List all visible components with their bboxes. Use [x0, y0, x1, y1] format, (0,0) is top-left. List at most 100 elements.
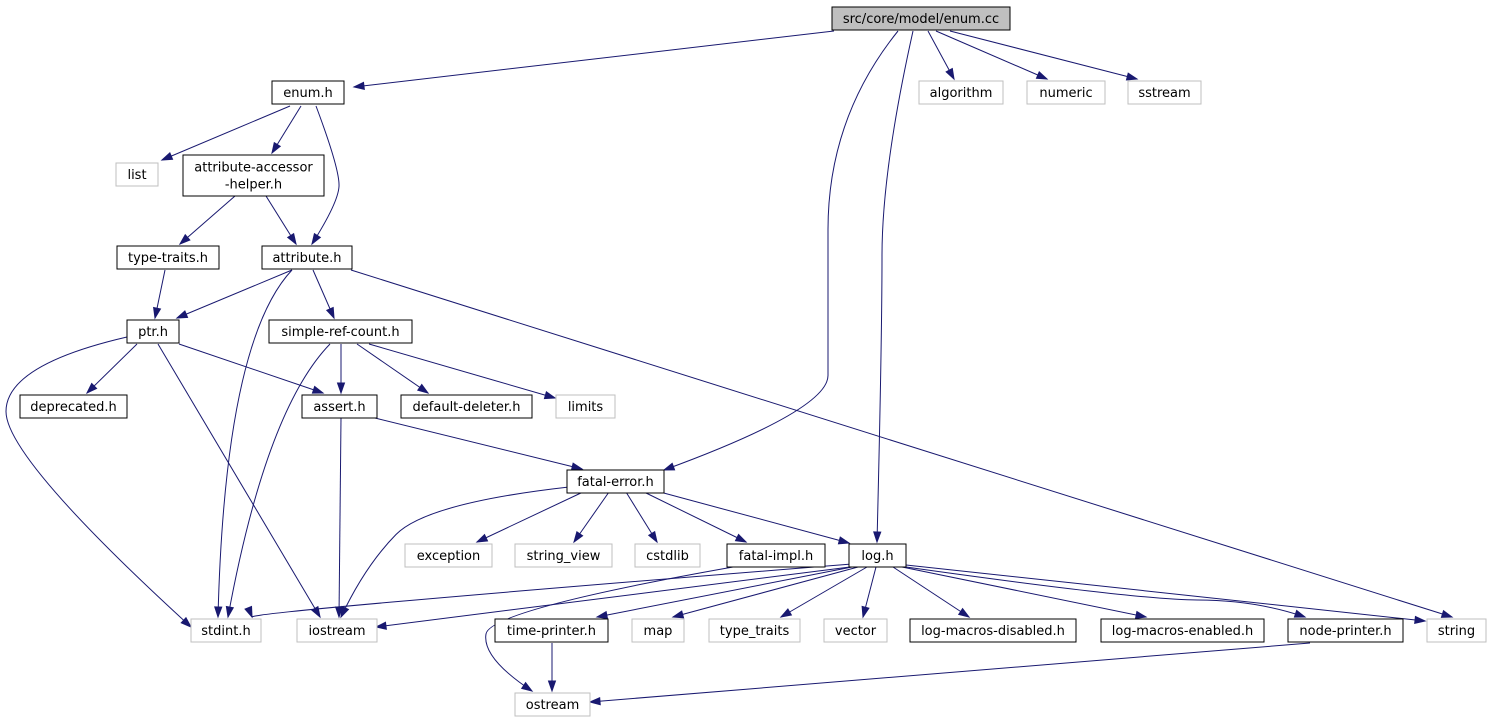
- node-box[interactable]: [848, 543, 907, 568]
- edge-line: [375, 566, 851, 628]
- node-log-en[interactable]: log-macros-enabled.h: [1100, 618, 1265, 643]
- node-box[interactable]: [918, 80, 1004, 105]
- node-assert-h[interactable]: assert.h: [301, 394, 378, 419]
- edge-log_h-to-string: [905, 564, 1427, 625]
- node-label: type_traits: [720, 624, 790, 639]
- node-node-printer[interactable]: node-printer.h: [1287, 618, 1404, 643]
- node-box[interactable]: [514, 543, 613, 568]
- node-box[interactable]: [566, 469, 665, 494]
- node-string-view[interactable]: string_view: [514, 543, 613, 568]
- edge-line: [901, 566, 1147, 618]
- arrowhead-icon: [85, 382, 98, 395]
- arrowhead-icon: [734, 533, 748, 543]
- node-box[interactable]: [126, 319, 180, 344]
- node-label: default-deleter.h: [413, 400, 521, 415]
- node-box[interactable]: [555, 394, 616, 419]
- edge-line: [905, 564, 1426, 622]
- node-sstream[interactable]: sstream: [1127, 80, 1202, 105]
- node-map[interactable]: map: [631, 618, 685, 643]
- node-label: limits: [568, 400, 604, 415]
- node-box[interactable]: [1026, 80, 1106, 105]
- node-box[interactable]: [1127, 80, 1202, 105]
- node-box[interactable]: [831, 6, 1011, 31]
- node-box[interactable]: [296, 618, 378, 643]
- node-simple-ref[interactable]: simple-ref-count.h: [268, 319, 413, 344]
- node-time-printer[interactable]: time-printer.h: [494, 618, 609, 643]
- node-vector[interactable]: vector: [823, 618, 888, 643]
- node-string[interactable]: string: [1426, 618, 1487, 643]
- node-box[interactable]: [494, 618, 609, 643]
- node-stdint[interactable]: stdint.h: [190, 618, 262, 643]
- node-box[interactable]: [909, 618, 1077, 643]
- edge-line: [663, 30, 899, 471]
- node-box[interactable]: [404, 543, 493, 568]
- node-label: time-printer.h: [507, 624, 596, 639]
- arrowhead-icon: [945, 67, 955, 81]
- node-box[interactable]: [19, 394, 128, 419]
- node-box[interactable]: [634, 543, 701, 568]
- arrowhead-icon: [543, 391, 557, 400]
- edge-log_h-to-vector: [861, 566, 877, 619]
- edge-log_h-to-log_en: [901, 566, 1148, 620]
- node-attribute-h[interactable]: attribute.h: [261, 245, 353, 270]
- edge-attr_acc-to-type_traits_h: [178, 195, 236, 245]
- node-box[interactable]: [115, 162, 159, 187]
- edge-line: [589, 642, 1311, 703]
- node-ostream[interactable]: ostream: [514, 692, 591, 717]
- node-enum-cc[interactable]: src/core/model/enum.cc: [831, 6, 1011, 31]
- node-ptr-h[interactable]: ptr.h: [126, 319, 180, 344]
- edge-line: [643, 491, 747, 543]
- node-box[interactable]: [514, 692, 591, 717]
- node-exception[interactable]: exception: [404, 543, 493, 568]
- node-enum-h[interactable]: enum.h: [271, 80, 345, 105]
- arrowhead-icon: [416, 383, 430, 394]
- node-box[interactable]: [1426, 618, 1487, 643]
- edge-time_printer-to-ostream: [547, 643, 557, 693]
- node-box[interactable]: [261, 245, 353, 270]
- node-label: iostream: [308, 624, 365, 639]
- edge-fatal_error-to-fatal_impl: [643, 491, 748, 543]
- node-cstdlib[interactable]: cstdlib: [634, 543, 701, 568]
- edge-line: [780, 566, 868, 618]
- node-numeric[interactable]: numeric: [1026, 80, 1106, 105]
- nodes-layer: src/core/model/enum.cc enum.h algorithm num…: [19, 6, 1487, 717]
- node-box[interactable]: [301, 394, 378, 419]
- node-label: cstdlib: [646, 549, 689, 564]
- node-attr-acc[interactable]: attribute-accessor-helper.h: [182, 154, 325, 197]
- edge-fatal_error-to-cstdlib: [625, 491, 658, 544]
- edge-line: [338, 417, 342, 618]
- node-box[interactable]: [400, 394, 533, 419]
- node-type-traits[interactable]: type_traits: [708, 618, 801, 643]
- node-fatal-impl[interactable]: fatal-impl.h: [726, 543, 826, 568]
- node-fatal-error[interactable]: fatal-error.h: [566, 469, 665, 494]
- node-box[interactable]: [268, 319, 413, 344]
- node-box[interactable]: [1287, 618, 1404, 643]
- node-limits[interactable]: limits: [555, 394, 616, 419]
- edge-simple_ref-to-stdint: [225, 343, 331, 619]
- edge-line: [311, 105, 340, 245]
- node-box[interactable]: [1100, 618, 1265, 643]
- node-box[interactable]: [116, 245, 220, 270]
- node-box[interactable]: [823, 618, 888, 643]
- node-label: fatal-error.h: [577, 475, 654, 490]
- node-box[interactable]: [271, 80, 345, 105]
- node-box[interactable]: [631, 618, 685, 643]
- node-box[interactable]: [726, 543, 826, 568]
- node-box[interactable]: [182, 154, 325, 197]
- arrowhead-icon: [595, 610, 609, 620]
- arrowhead-icon: [225, 605, 235, 619]
- arrowhead-icon: [779, 608, 793, 618]
- edge-enum_cc-to-fatal_error: [662, 30, 899, 471]
- node-iostream[interactable]: iostream: [296, 618, 378, 643]
- node-deprecated[interactable]: deprecated.h: [19, 394, 128, 419]
- node-box[interactable]: [708, 618, 801, 643]
- node-type-traits-h[interactable]: type-traits.h: [116, 245, 220, 270]
- node-box[interactable]: [190, 618, 262, 643]
- node-default-del[interactable]: default-deleter.h: [400, 394, 533, 419]
- node-log-h[interactable]: log.h: [848, 543, 907, 568]
- node-algorithm[interactable]: algorithm: [918, 80, 1004, 105]
- node-log-dis[interactable]: log-macros-disabled.h: [909, 618, 1077, 643]
- arrowhead-icon: [244, 605, 253, 619]
- node-list[interactable]: list: [115, 162, 159, 187]
